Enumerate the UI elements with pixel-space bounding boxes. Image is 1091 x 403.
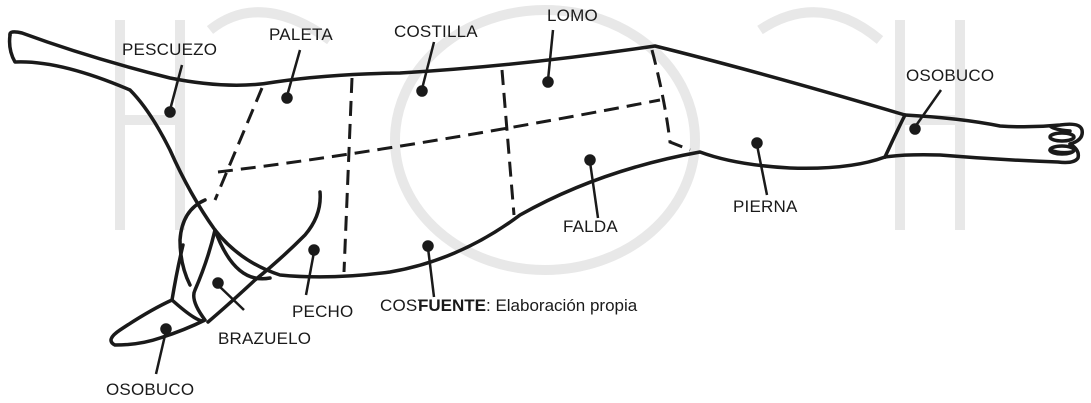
label-pierna: PIERNA xyxy=(733,197,798,216)
label-osobuco-fore: OSOBUCO xyxy=(106,380,195,399)
watermark xyxy=(115,5,965,275)
carcass-outline xyxy=(7,30,1084,347)
label-costilla: COSTILLA xyxy=(394,22,478,41)
label-falda: FALDA xyxy=(563,217,618,236)
label-pointers xyxy=(154,29,943,375)
label-costillar: COSTILLAR xyxy=(380,296,420,315)
label-lomo: LOMO xyxy=(547,6,598,25)
label-osobuco-hind: OSOBUCO xyxy=(906,66,995,85)
label-pescuezo: PESCUEZO xyxy=(122,40,218,59)
label-brazuelo: BRAZUELO xyxy=(218,329,312,348)
source-text: : Elaboración propia xyxy=(486,296,638,315)
label-paleta: PALETA xyxy=(269,25,333,44)
section-lines xyxy=(213,49,691,273)
label-pecho: PECHO xyxy=(292,302,354,321)
source-prefix: FUENTE xyxy=(418,296,486,315)
source-note: FUENTE: Elaboración propia xyxy=(418,296,637,316)
